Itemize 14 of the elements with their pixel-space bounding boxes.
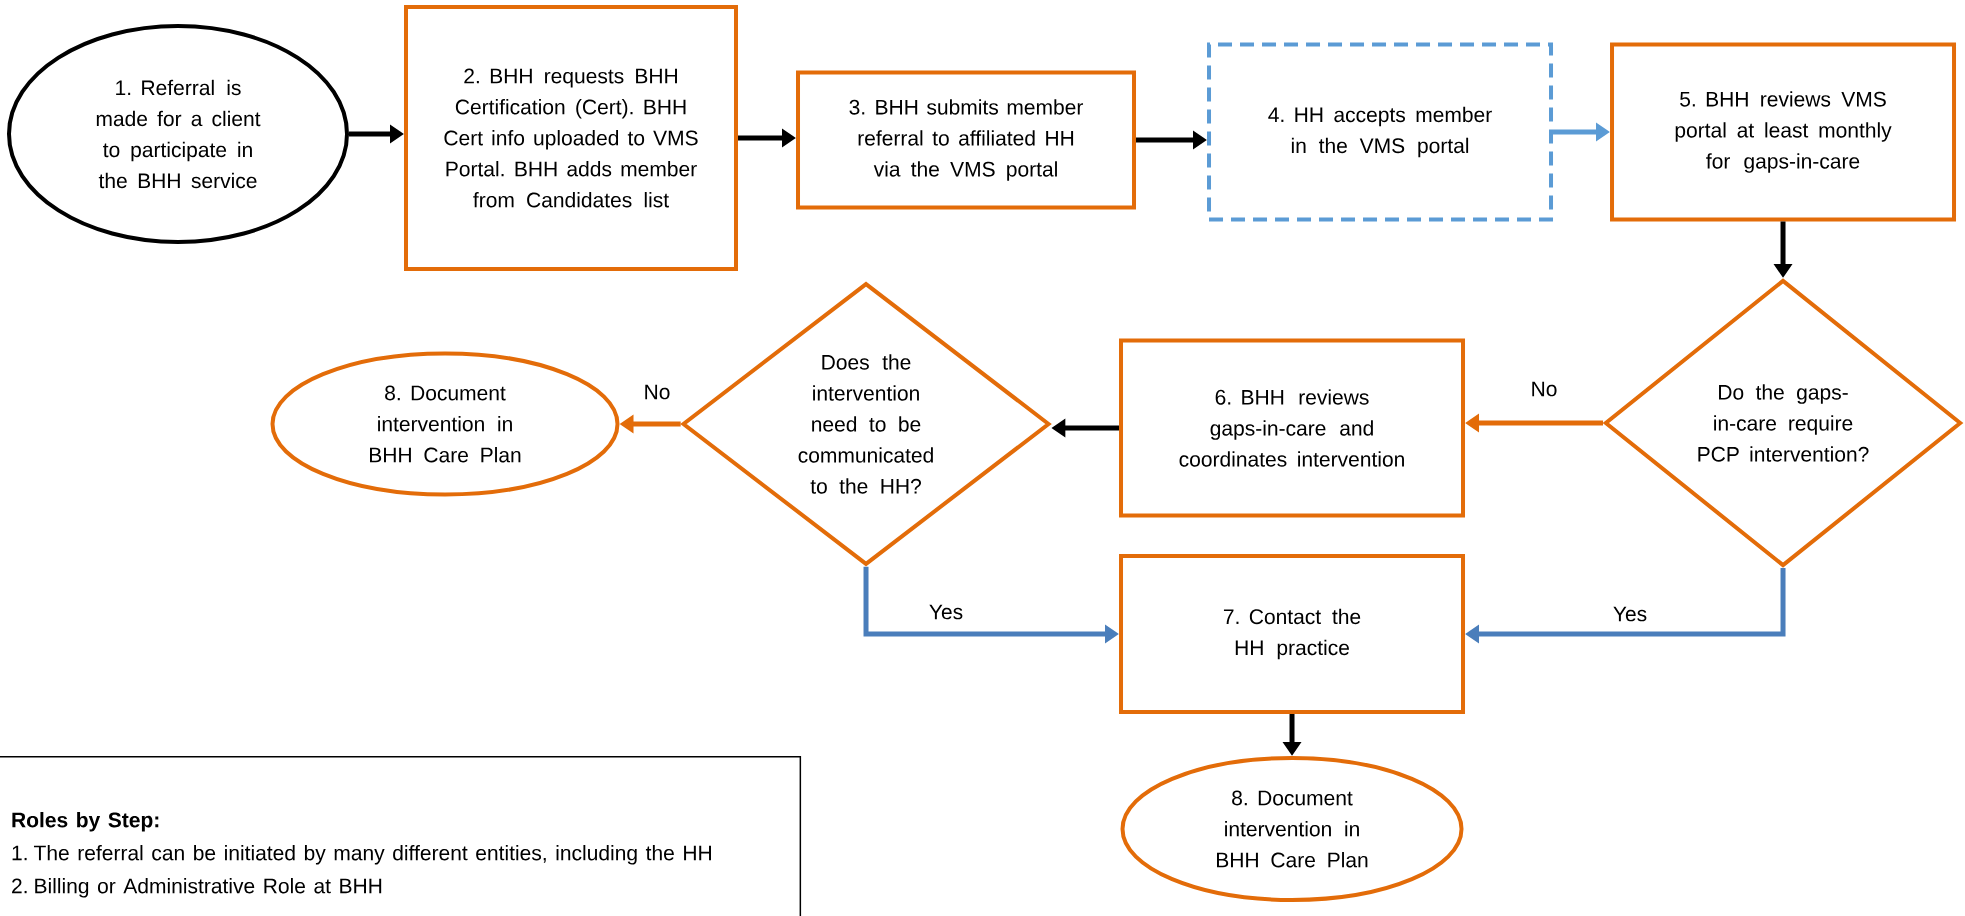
process-box: 6. BHH reviews gaps-in-care and coordinates intervention	[1119, 338, 1465, 518]
terminal-oval: 8. Document intervention in BHH Care Plan	[1120, 756, 1464, 902]
edge-label: Yes	[926, 602, 966, 622]
process-box: 7. Contact the HH practice	[1119, 554, 1465, 714]
process-box: 3. BHH submits member referral to affiliated HH via the VMS portal	[796, 70, 1136, 210]
terminal-oval: 1. Referral is made for a client to participate in the BHH service	[7, 24, 349, 244]
process-box: 2. BHH requests BHH Certification (Cert). BHH Cert info uploaded to VMS Portal. BHH adds member from Candidates list	[404, 5, 738, 271]
edge-label: Yes	[1610, 604, 1650, 624]
edge-label: No	[641, 382, 673, 402]
terminal-oval: 8. Document intervention in BHH Care Plan	[270, 351, 620, 497]
process-box: 4. HH accepts member in the VMS portal	[1207, 42, 1553, 222]
roles-note-box: Roles by Step: 1. The referral can be initiated by many different entities, including the HH 2. Billing or Administrative Role at BHH	[0, 756, 802, 916]
edge-label: No	[1528, 379, 1560, 399]
process-box: 5. BHH reviews VMS portal at least monthly for gaps-in-care	[1610, 42, 1956, 222]
